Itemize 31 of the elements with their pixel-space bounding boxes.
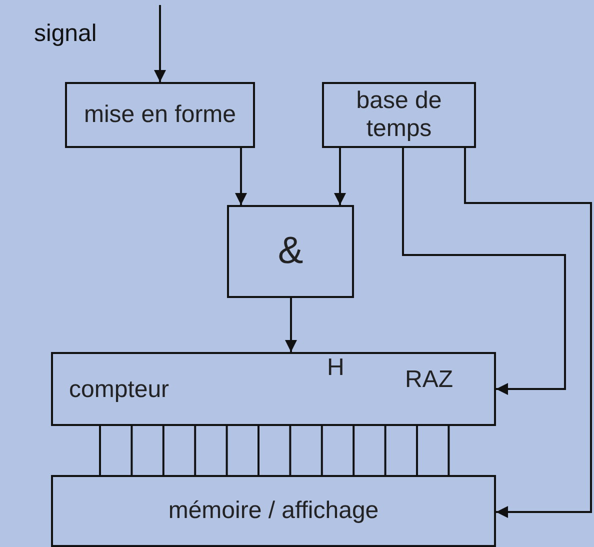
process-box: [65, 82, 255, 148]
signal-label: signal: [34, 20, 97, 48]
process-box: [322, 82, 476, 148]
bus-line: [226, 426, 228, 475]
box-title: compteur: [69, 376, 170, 404]
pin-label: RAZ: [405, 366, 453, 394]
bus-line: [416, 426, 418, 475]
arrow: [285, 298, 297, 352]
bus-line: [99, 426, 101, 475]
bus-line: [448, 426, 450, 475]
bus-line: [384, 426, 386, 475]
display-box: [51, 475, 496, 547]
arrow: [402, 148, 566, 395]
pin-label: H: [327, 354, 344, 382]
box-label: base de temps: [355, 87, 443, 143]
bus-line: [130, 426, 133, 475]
counter-box: [51, 352, 496, 426]
bus-line: [194, 426, 196, 475]
arrow: [334, 148, 346, 205]
bus-line: [352, 426, 355, 475]
bus-line: [258, 426, 260, 475]
arrow: [235, 148, 247, 205]
arrow: [154, 5, 166, 82]
box-label: mémoire / affichage: [168, 497, 379, 525]
bus-line: [320, 426, 323, 475]
box-label: &: [278, 230, 304, 274]
arrow: [464, 148, 592, 518]
bus-line: [289, 426, 292, 475]
box-label: mise en forme: [84, 101, 236, 129]
and-gate-box: [227, 205, 354, 298]
bus-line: [162, 426, 164, 475]
